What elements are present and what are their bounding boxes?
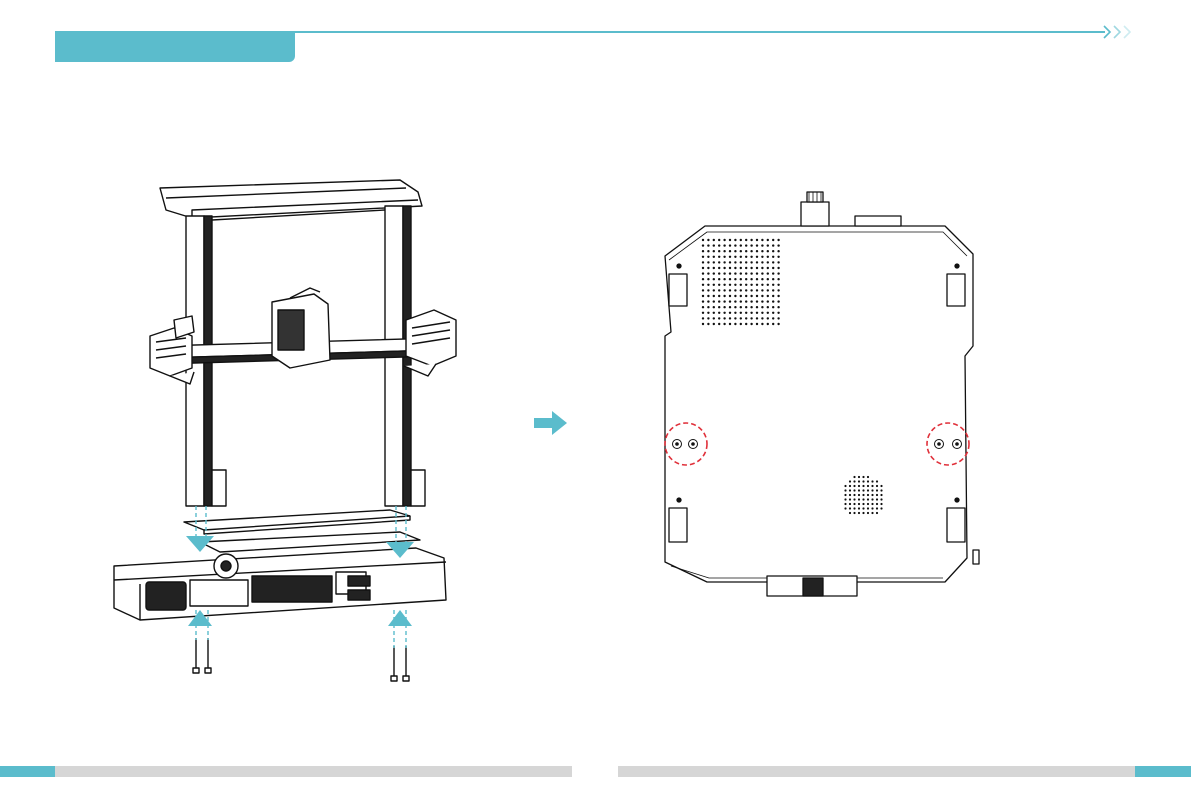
footer-bar-left <box>55 766 572 777</box>
section-tab <box>55 33 295 62</box>
footer-bar-right <box>618 766 1135 777</box>
footer-accent-left <box>0 766 55 777</box>
footer-accent-right <box>1135 766 1191 777</box>
arrow-right-icon <box>534 410 568 436</box>
double-chevron-right-icon <box>1102 22 1138 42</box>
printer-base-bottom-view-illustration <box>655 186 985 606</box>
printer-gantry-assembly-illustration <box>100 170 460 690</box>
